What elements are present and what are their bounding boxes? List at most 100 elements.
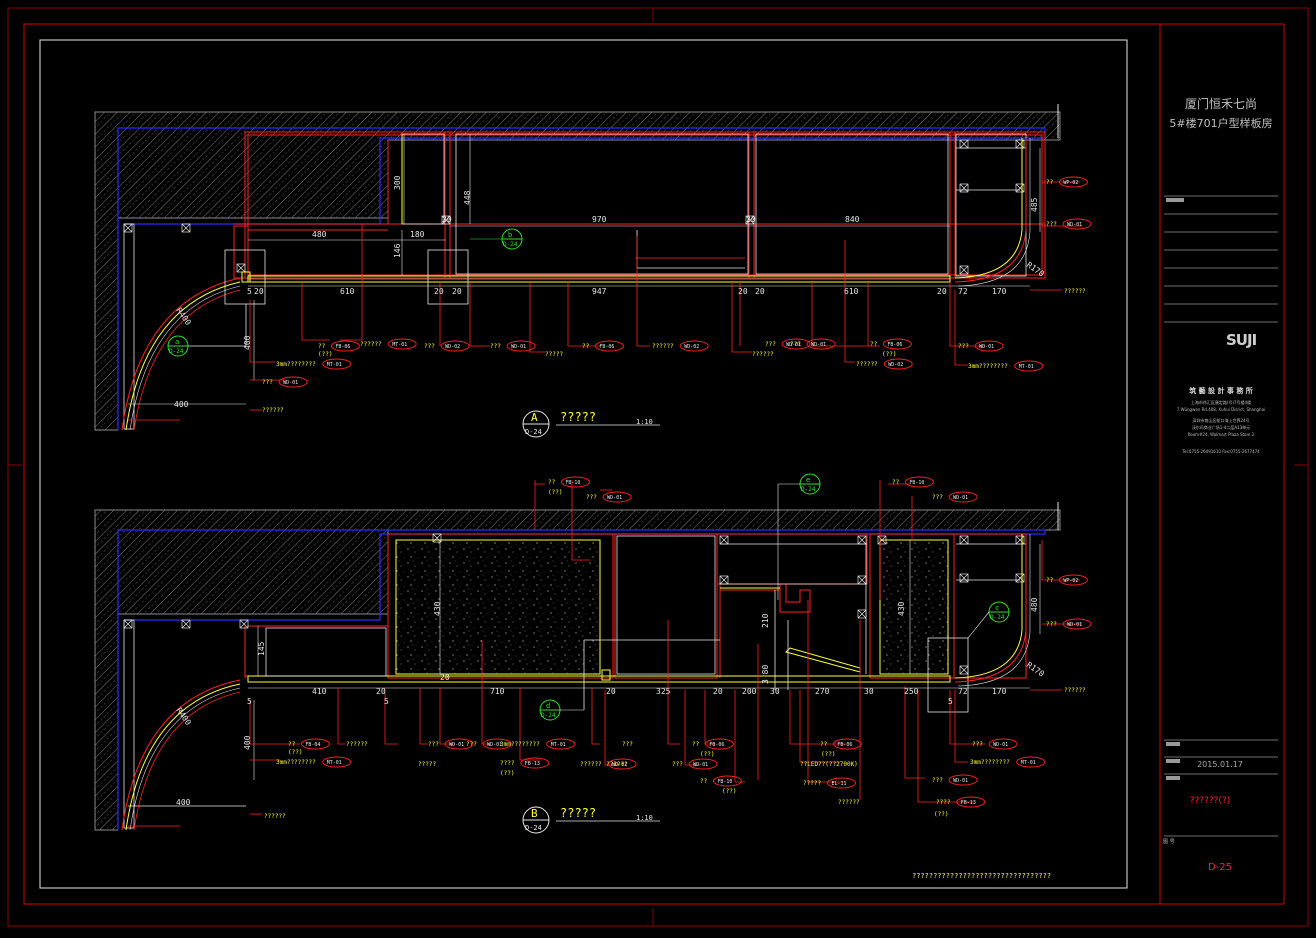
svg-text:1:10: 1:10 [636, 814, 653, 822]
elev-a-callout-text: ?? [582, 343, 590, 350]
elev-a-material-tag-outline [506, 340, 536, 352]
dim-b-210: 210 [761, 613, 770, 628]
dim-b-170: 170 [992, 687, 1007, 696]
elev-b-material-tag: WD-01 [487, 742, 502, 748]
elev-a-material-tag-outline [387, 338, 417, 350]
elev-b-material-tag-outline [300, 738, 330, 750]
elev-a-callout-text: ?? [1046, 179, 1054, 186]
elev-a-callout-text: ??? [1046, 221, 1057, 228]
elev-b-material-tag: FB-10 [565, 480, 580, 486]
elev-a-material-tag: MT-01 [327, 362, 342, 368]
callouts-a: ??FB-06(??)??????MT-01???WD-02???WD-01??… [262, 176, 1092, 414]
elev-b-material-tag-outline [560, 476, 590, 488]
elev-a-callout-text: ?????? [856, 361, 878, 368]
elev-a-callout-11: (??) [882, 351, 896, 358]
elev-a-callout-16: ???WD-01 [262, 376, 308, 388]
elev-b-callout-text: ?? [288, 741, 296, 748]
elev-a-callout-text: ??? [424, 343, 435, 350]
dim-a-610a: 610 [340, 287, 355, 296]
elev-a-callout-10: ??FB-06 [870, 338, 912, 350]
detail-marker-a-a: a D-24 [167, 335, 189, 357]
elev-b-material-tag-outline [712, 775, 742, 787]
elev-b-callout-text: ?????? [838, 799, 860, 806]
detail-marker-b-e: e D-24 [777, 473, 821, 600]
elev-b-material-tag: WD-01 [993, 742, 1008, 748]
elev-a-material-tag-outline [883, 358, 913, 370]
radius-b-right: R170 [1025, 660, 1046, 679]
dim-a-400v: 400 [243, 335, 252, 350]
elev-b-callout-20: ??FB-06 [692, 738, 734, 750]
svg-text:D-24: D-24 [525, 824, 542, 832]
elev-a-material-tag-outline [322, 358, 352, 370]
elev-a-callout-text: ?????? [652, 343, 674, 350]
elev-b-callout-text: ??? [932, 777, 943, 784]
elev-a-callout-1: (??) [318, 351, 332, 358]
elev-a-material-tag: WD-01 [811, 342, 826, 348]
dim-b-5c: 5 [948, 697, 953, 706]
company-address-6: Tel:0755-26491610 Fax:0755-2677474 [1182, 449, 1260, 454]
elev-a-callout-19: ??WP-02 [1046, 176, 1088, 188]
elevation-a: 480 180 970 840 20 20 5 20 610 20 20 947… [94, 104, 1092, 438]
elev-a-material-tag: WD-02 [888, 362, 903, 368]
elev-b-callout-text: (??) [722, 788, 736, 795]
elev-b-material-tag: FB-06 [709, 742, 724, 748]
elev-a-callout-12: ?????? WD-02 [856, 358, 913, 370]
dim-a-20-top1: 20 [442, 215, 452, 224]
elev-b-callout-17: (??) [500, 770, 514, 777]
elev-b-callout-text: (??) [288, 749, 302, 756]
elev-a-material-tag-outline [882, 338, 912, 350]
svg-text:c: c [995, 604, 999, 612]
elev-b-callout-text: (??) [500, 770, 514, 777]
callouts-b: ??FB-10(??)???WD-01??FB-10???WD-01??WP-0… [264, 476, 1092, 820]
elev-b-callout-13: ???WD-01 [466, 738, 512, 750]
radius-b-left: R400 [174, 706, 193, 727]
elev-a-material-tag-outline [679, 340, 709, 352]
elev-a-material-tag: WD-01 [511, 344, 526, 350]
elev-b-material-tag-outline [482, 738, 512, 750]
elev-b-material-tag: MT-01 [327, 760, 342, 766]
drawing-date: 2015.01.17 [1197, 760, 1243, 769]
elev-b-callout-21: (??) [700, 751, 714, 758]
dim-a-970: 970 [592, 215, 607, 224]
elev-a-callout-text: ??? [790, 341, 801, 348]
dim-a-5: 5 [247, 287, 252, 296]
company-address-2: 7 Wüngwen Rd.408, Xuhui Disrict, Shangha… [1176, 407, 1266, 412]
dim-a-20-top2: 20 [746, 215, 756, 224]
elev-a-material-tag: WD-01 [979, 344, 994, 350]
elev-b-callout-text: ??? [428, 741, 439, 748]
elev-b-callout-36: ?????? [264, 813, 286, 820]
elev-b-callout-text: ?????? [346, 741, 368, 748]
title-block-grid [1164, 195, 1278, 837]
elev-a-callout-text: ??? [765, 341, 776, 348]
elev-b-callout-3: ??FB-10 [892, 476, 934, 488]
elev-b-callout-text: ?????? [606, 761, 628, 768]
company-name: 筑 藝 設 計 事 務 所 [1189, 387, 1253, 395]
elev-a-callout-text: ?????? [752, 351, 774, 358]
elev-a-callout-13: ??? WD-01 [790, 338, 836, 350]
elev-a-callout-2: ??????MT-01 [360, 338, 417, 350]
company-address-4: 沃尔玛商业广场1-4二层A13单元 [1191, 425, 1251, 430]
elev-a-material-tag-outline [594, 340, 624, 352]
elev-a-material-tag-outline [781, 338, 811, 350]
elev-a-callout-text: ??? [262, 379, 273, 386]
svg-text:?????: ????? [560, 806, 596, 820]
elev-a-material-tag-outline [806, 338, 836, 350]
dim-b-480: 480 [1030, 597, 1039, 612]
elev-a-material-tag-outline [1014, 360, 1044, 372]
elev-b-callout-19: ??? [622, 741, 633, 748]
elev-a-callout-0: ??FB-06 [318, 340, 360, 352]
elev-a-callout-8: ???WD-01 [765, 338, 811, 350]
elev-a-callout-text: 3mm???????? [276, 361, 316, 368]
elev-b-callout-33: (??) [934, 811, 948, 818]
elev-b-callout-23: ?????? [606, 761, 628, 768]
elev-b-callout-0: ??FB-10 [548, 476, 590, 488]
elev-b-material-tag: FB-13 [525, 761, 540, 767]
dim-b-5b: 5 [384, 697, 389, 706]
elev-a-callout-4: ???WD-01 [490, 340, 536, 352]
elev-b-callout-text: ??LED??(??2700K) [800, 761, 858, 768]
elev-a-callout-text: ?????? [360, 341, 382, 348]
elev-b-material-tag: WP-02 [1063, 578, 1078, 584]
elev-a-material-tag: WD-01 [1067, 222, 1082, 228]
